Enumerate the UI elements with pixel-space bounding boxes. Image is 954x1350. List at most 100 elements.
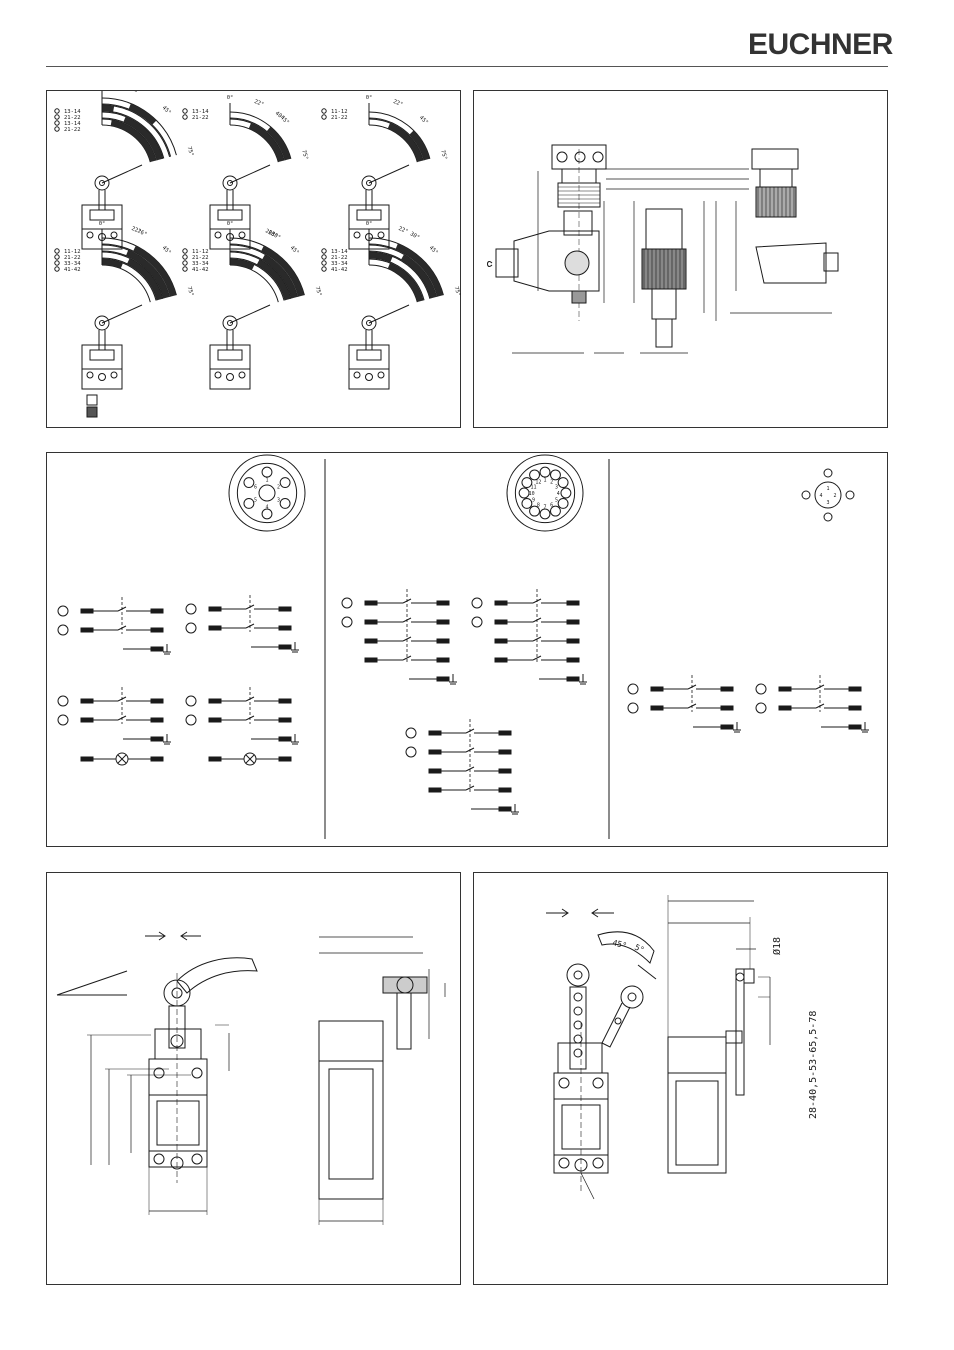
contact-symbol (54, 126, 60, 132)
side-cover (328, 1068, 374, 1180)
plug-screw (556, 151, 568, 163)
head-detail (89, 209, 115, 221)
switching-segment (261, 245, 305, 297)
switching-arc (229, 124, 279, 163)
terminal (278, 736, 292, 742)
terminal (150, 698, 164, 704)
travel-band (597, 931, 655, 964)
angle-leg (56, 970, 128, 996)
m12-pin-number: 3 (826, 500, 829, 506)
roller-hub (227, 180, 233, 186)
switching-arc (101, 110, 165, 159)
angle-label: 75° (314, 286, 322, 297)
terminal (498, 730, 512, 736)
pin (279, 477, 291, 488)
angled-nut (759, 168, 793, 188)
terminal (566, 676, 580, 682)
center-hub (258, 484, 276, 502)
contact-label: 21-22 (192, 255, 209, 261)
switching-segment (409, 130, 430, 161)
mounting-hole (558, 1077, 570, 1089)
cable-end (487, 261, 493, 267)
cover-plate (156, 1100, 200, 1146)
terminal (720, 686, 734, 692)
mounting-hole (238, 371, 246, 379)
pin-number: 6 (550, 503, 553, 509)
switching-segment (262, 254, 298, 299)
side-body (667, 1072, 727, 1174)
terminal (80, 717, 94, 723)
panel-roller-lever-drawing (46, 872, 461, 1285)
m12-connector (814, 481, 842, 509)
angle-label-5: 5° (633, 943, 645, 955)
alt-roller-hub (627, 992, 637, 1002)
switching-segment (387, 123, 424, 163)
switching-arc (101, 250, 165, 299)
angle-label: 75° (453, 286, 461, 297)
switching-segment (128, 103, 157, 125)
actuation-line (368, 304, 410, 324)
switching-segment (256, 259, 291, 301)
contact-label: 33-34 (64, 261, 81, 267)
terminal (80, 608, 94, 614)
switch-head (209, 344, 251, 370)
pin-number: 5 (254, 498, 257, 504)
pin-number: 7 (543, 504, 546, 510)
angled-thread (755, 186, 797, 218)
terminal (208, 625, 222, 631)
terminal (150, 608, 164, 614)
contact-symbol (627, 683, 639, 695)
angle-label: 22° (253, 99, 264, 108)
pin-number: 10 (529, 491, 535, 497)
terminal (208, 717, 222, 723)
contact-symbol (755, 683, 767, 695)
terminal (436, 619, 450, 625)
adjust-hole (573, 1048, 583, 1058)
terminal (364, 600, 378, 606)
switching-arc (101, 97, 177, 156)
switch-body (81, 368, 123, 390)
terminal (364, 619, 378, 625)
m12-pin-callout (823, 468, 833, 478)
mounting-hole (153, 1067, 165, 1079)
pin (557, 477, 569, 488)
switching-segment (125, 250, 170, 299)
angle-label: 30° (409, 231, 421, 241)
contact-symbol (57, 624, 69, 636)
angle-label: 75° (439, 149, 447, 160)
terminal (494, 600, 508, 606)
angle-label: 0° (366, 221, 373, 227)
side-actuator-plate (735, 968, 745, 1096)
switching-segment (126, 258, 163, 301)
m12-pin-number: 2 (833, 493, 836, 499)
pin-number: 3 (555, 484, 558, 490)
switching-arc (229, 264, 279, 303)
contact-symbol (54, 260, 60, 266)
contact-symbol (182, 248, 188, 254)
angle-label: 75° (186, 286, 194, 297)
contact-symbol (321, 248, 327, 254)
angle-label: 45° (289, 245, 300, 256)
actuation-line (368, 164, 410, 184)
terminal (150, 627, 164, 633)
terminal (364, 657, 378, 663)
terminal (150, 717, 164, 723)
contact-label: 13-14 (331, 249, 348, 255)
head-detail (356, 209, 382, 221)
switch-head (348, 344, 390, 370)
switching-arc (368, 250, 432, 299)
plug-screw (574, 151, 586, 163)
contact-symbol (185, 714, 197, 726)
push-arrow (546, 908, 569, 918)
terminal (650, 705, 664, 711)
contact-symbol (54, 254, 60, 260)
contact-label: 21-22 (64, 255, 81, 261)
terminal (720, 705, 734, 711)
pin-number: 4 (265, 504, 268, 510)
mounting-hole (110, 231, 118, 239)
connector-12pin-inner (514, 462, 576, 524)
pin-number: 11 (530, 484, 536, 490)
terminal (150, 756, 164, 762)
euchner-logo: EUCHNER (748, 28, 893, 61)
pin-number: 1 (543, 478, 546, 484)
